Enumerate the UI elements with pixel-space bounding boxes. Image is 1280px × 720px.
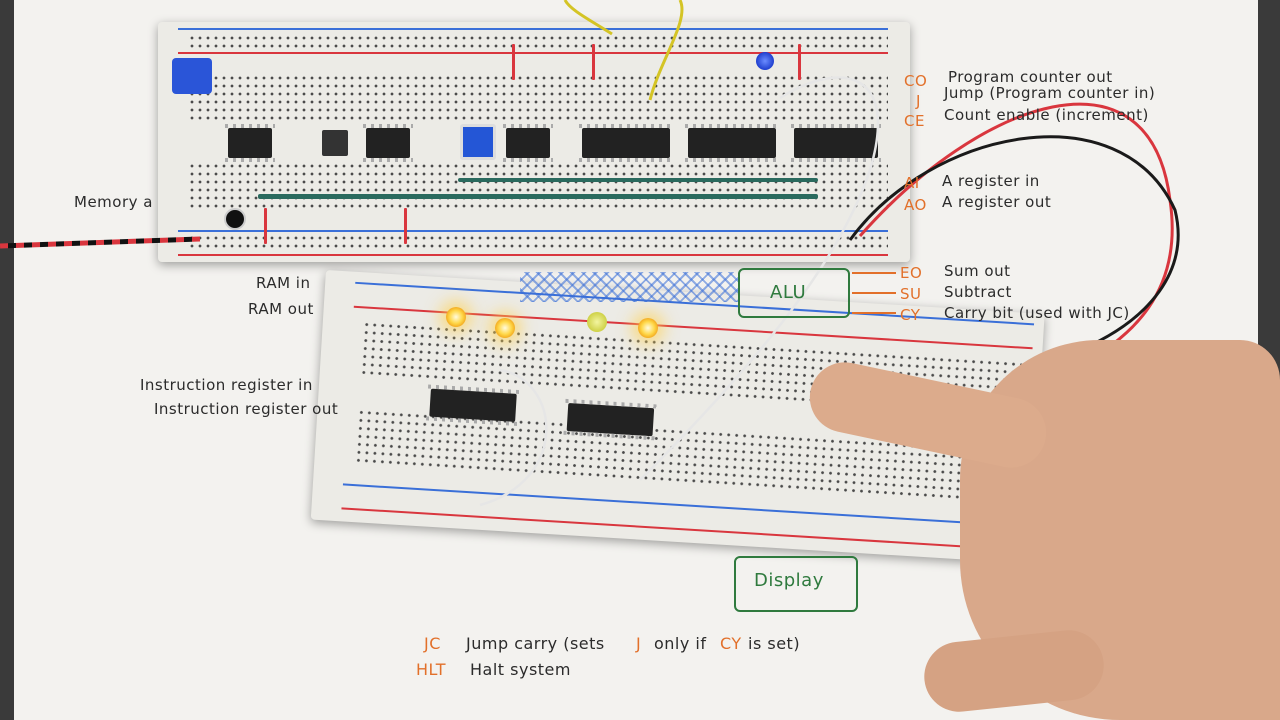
top-rail-blue — [178, 28, 888, 30]
yellow-wire — [563, 0, 613, 36]
sum-out-label: Sum out — [944, 262, 1011, 280]
wire-bundle-green — [258, 194, 818, 199]
hlt-text: Halt system — [470, 660, 571, 679]
jc-mid: only if — [654, 634, 707, 653]
red-wire-loop — [858, 102, 1174, 362]
flag-led-on — [495, 318, 515, 338]
code-su: SU — [900, 285, 922, 303]
ir-out-label: Instruction register out — [154, 400, 339, 418]
ic-chip — [791, 124, 881, 162]
top-rail-holes — [188, 34, 888, 50]
ic-chip — [363, 124, 413, 162]
subtract-label: Subtract — [944, 283, 1012, 301]
bus-hatch — [520, 272, 738, 302]
jumper-wire — [264, 208, 267, 244]
alu-label: ALU — [770, 282, 807, 303]
flag-led-on — [446, 307, 466, 327]
jumper-wire — [404, 208, 407, 244]
hlt-code: HLT — [416, 660, 447, 679]
a-register-out-label: A register out — [942, 193, 1052, 211]
top-rail-red — [178, 52, 888, 54]
ram-out-label: RAM out — [248, 300, 314, 318]
a-register-in-label: A register in — [942, 172, 1040, 190]
pushbutton — [322, 130, 348, 156]
code-cy: CY — [900, 306, 921, 324]
code-ao: AO — [904, 196, 927, 214]
potentiometer — [172, 58, 212, 94]
code-j: J — [916, 92, 921, 110]
ic-chip — [579, 124, 673, 162]
code-eo: EO — [900, 264, 923, 282]
jumper-wire — [592, 44, 595, 80]
white-wire — [479, 368, 548, 507]
jc-j: J — [636, 634, 642, 653]
blue-switch — [460, 124, 496, 160]
ir-in-label: Instruction register in — [140, 376, 313, 394]
jc-text: Jump carry (sets — [466, 634, 605, 653]
blue-led — [756, 52, 774, 70]
jc-cy: CY — [720, 634, 742, 653]
top-breadboard — [158, 22, 910, 262]
program-counter-out-label: Program counter out — [948, 68, 1113, 86]
carry-bit-label: Carry bit (used with JC) — [944, 304, 1130, 322]
display-label: Display — [754, 570, 824, 591]
top-board-holes-lower — [188, 162, 888, 212]
code-ai: AI — [904, 174, 920, 192]
wire-bundle-green — [458, 178, 818, 182]
ram-in-label: RAM in — [256, 274, 311, 292]
white-wire — [639, 76, 880, 481]
flag-led-on — [638, 318, 658, 338]
jumper-wire — [798, 44, 801, 80]
black-wire-loop — [848, 135, 1180, 352]
jump-label: Jump (Program counter in) — [944, 84, 1156, 102]
ic-chip — [503, 124, 553, 162]
bottom-rail-holes — [188, 234, 888, 250]
flag-led-off — [587, 312, 607, 332]
yellow-wire — [648, 0, 684, 101]
bottom-rail-blue — [178, 230, 888, 232]
code-co: CO — [904, 72, 928, 90]
display-box — [734, 556, 858, 612]
alu-box — [738, 268, 850, 318]
code-ce: CE — [904, 112, 925, 130]
jumper-wire — [512, 44, 515, 80]
top-board-holes-upper — [188, 74, 888, 124]
count-enable-label: Count enable (increment) — [944, 106, 1149, 124]
ic-chip — [685, 124, 779, 162]
jc-code: JC — [424, 634, 441, 653]
capacitor — [224, 208, 246, 230]
ic-chip — [225, 124, 275, 162]
memory-label: Memory a — [74, 193, 153, 211]
signal-arrows — [852, 270, 898, 320]
bottom-rail-red — [178, 254, 888, 256]
jc-end: is set) — [748, 634, 801, 653]
